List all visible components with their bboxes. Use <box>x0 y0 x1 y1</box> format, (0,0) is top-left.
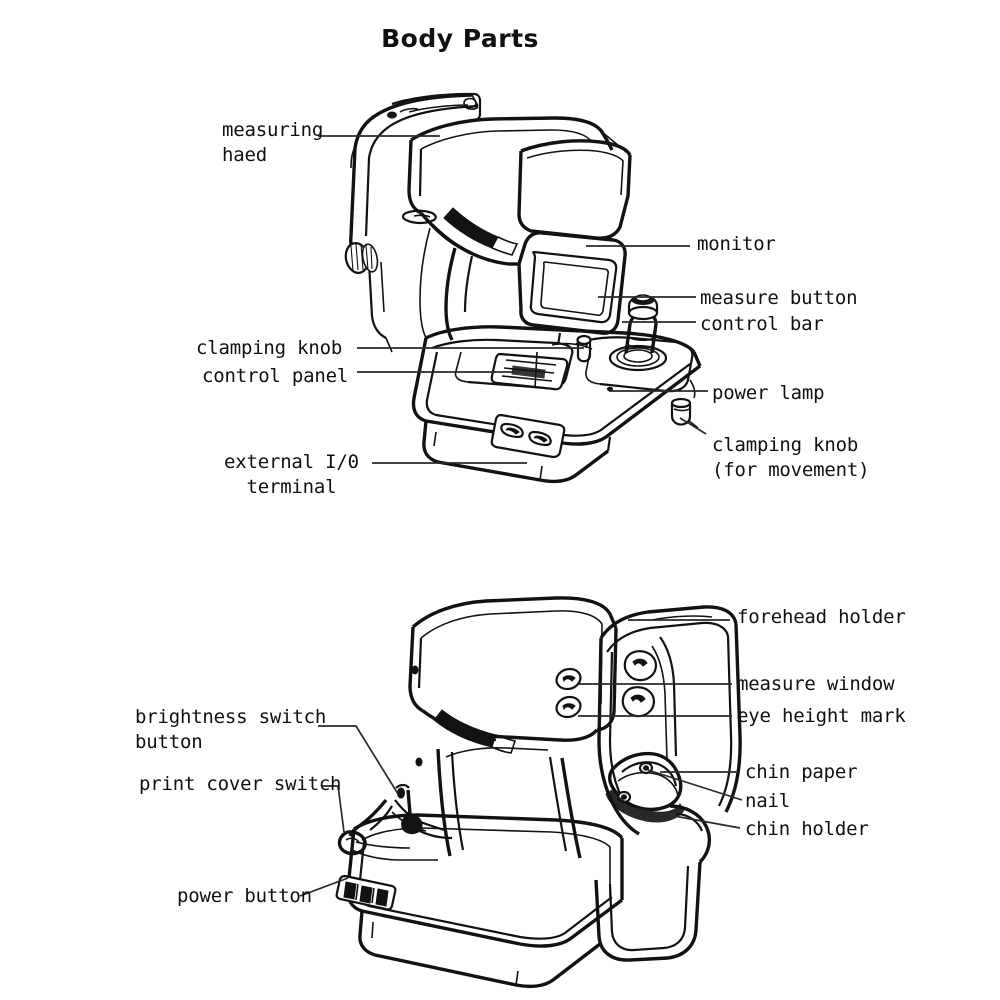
external-io-terminal <box>490 413 566 459</box>
label-forehead-holder: forehead holder <box>737 606 906 628</box>
label-external-io-terminal: external I/0 terminal <box>224 451 359 498</box>
label-power-button: power button <box>177 885 312 907</box>
brightness-switch-button <box>395 783 410 799</box>
measuring-head-rear <box>408 596 618 767</box>
label-clamping-knob-movement: clamping knob (for movement) <box>712 434 870 481</box>
label-brightness-switch-button: brightness switch button <box>135 706 327 753</box>
grip-strip-rear <box>433 709 517 754</box>
leader-nail <box>647 769 743 801</box>
left-switch-assembly <box>337 783 453 861</box>
power-button <box>335 874 397 911</box>
measuring-head-body <box>401 116 632 341</box>
forehead-rest-arm <box>344 92 482 353</box>
label-chin-paper: chin paper <box>745 761 858 783</box>
label-control-bar: control bar <box>700 313 824 335</box>
label-monitor: monitor <box>697 233 776 255</box>
label-print-cover-switch: print cover switch <box>139 773 342 795</box>
label-chin-holder: chin holder <box>745 818 869 840</box>
label-clamping-knob: clamping knob <box>196 337 343 359</box>
base-unit <box>411 294 702 484</box>
leader-print-cover-switch <box>322 785 345 833</box>
label-control-panel: control panel <box>202 365 349 387</box>
label-measure-window: measure window <box>737 673 895 695</box>
label-power-lamp: power lamp <box>712 382 825 404</box>
figure-2-leader-lines <box>299 619 743 897</box>
monitor <box>517 231 627 350</box>
eye-height-mark-plate <box>555 695 582 719</box>
label-measuring-head: measuring haed <box>222 119 324 166</box>
base-unit-rear <box>335 813 624 989</box>
figure-1-leader-lines <box>318 135 708 464</box>
leader-clamping-knob-movement <box>679 417 707 435</box>
clamping-knob-for-movement <box>670 397 699 429</box>
leader-brightness-switch-button <box>318 725 399 795</box>
control-panel-plate <box>431 334 592 391</box>
leader-chin-holder <box>629 807 741 829</box>
label-nail: nail <box>745 790 790 812</box>
body-column <box>436 747 582 859</box>
leader-power-button <box>299 877 349 897</box>
measure-window-plate <box>555 667 582 691</box>
page-title: Body Parts <box>381 24 539 53</box>
label-measure-button: measure button <box>700 287 858 309</box>
grip-strip <box>443 207 519 256</box>
knurled-knob <box>344 242 379 274</box>
label-eye-height-mark: eye height mark <box>737 705 906 727</box>
forehead-holder-mount <box>621 650 657 718</box>
